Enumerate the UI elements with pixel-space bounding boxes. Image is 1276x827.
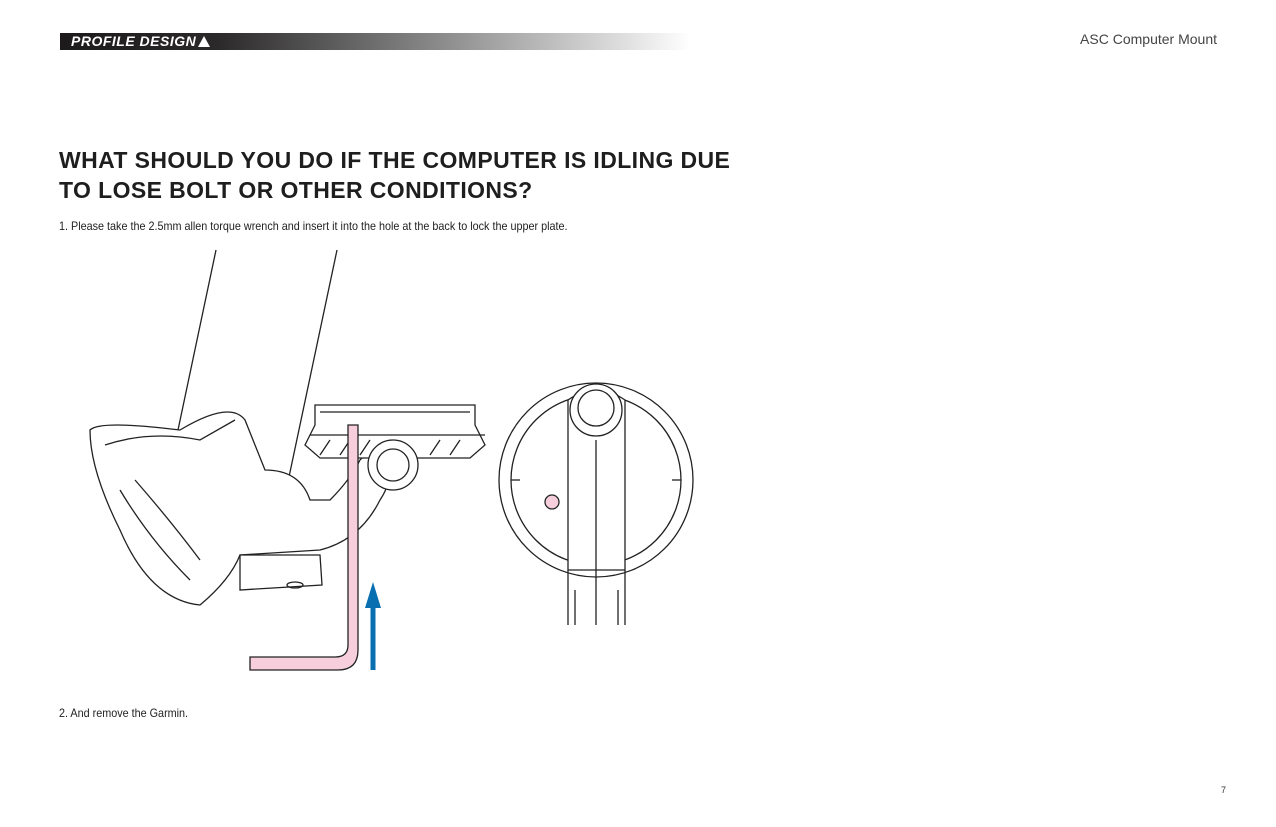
page-number: 7	[1221, 785, 1227, 795]
front-pivot-outer	[569, 383, 623, 437]
front-stem-lower	[567, 570, 626, 625]
step-1-text: 1. Please take the 2.5mm allen torque wr…	[59, 219, 568, 233]
arrow-up-icon	[365, 582, 381, 608]
page-heading: WHAT SHOULD YOU DO IF THE COMPUTER IS ID…	[59, 147, 731, 203]
stem-line-right	[281, 249, 338, 511]
pivot-hole	[376, 448, 410, 482]
allen-wrench	[249, 424, 359, 671]
profile-design-logo: PROFILE DESIGN	[71, 33, 211, 50]
document-title: ASC Computer Mount	[1080, 31, 1217, 47]
wrench-hole-marker	[544, 494, 560, 510]
front-pivot-hole	[577, 389, 615, 427]
mount-body-detail	[104, 419, 236, 581]
logo-triangle-icon	[198, 36, 211, 47]
pivot-outer	[367, 439, 419, 491]
step-2-text: 2. And remove the Garmin.	[59, 706, 189, 720]
clamp-bolt	[286, 581, 304, 589]
logo-text: PROFILE DESIGN	[71, 33, 197, 49]
stem-line-left	[177, 249, 217, 431]
plate-hatching	[310, 411, 485, 456]
mount-clamp	[239, 554, 323, 591]
brand-banner: PROFILE DESIGN	[60, 33, 690, 50]
